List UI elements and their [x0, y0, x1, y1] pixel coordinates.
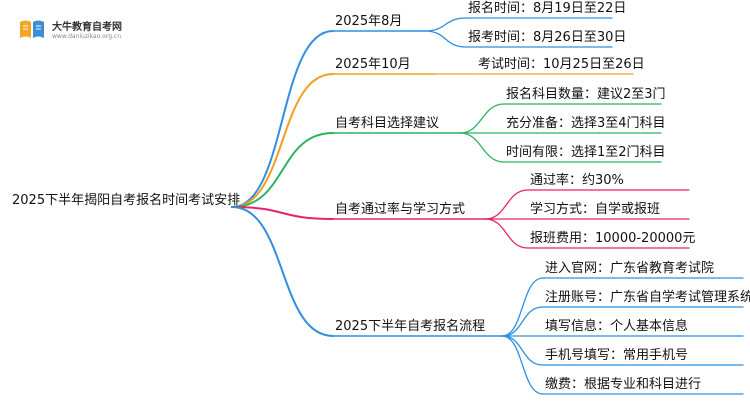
branch-2[interactable]: 2025年10月 — [335, 57, 411, 72]
branch-5-leaf-1[interactable]: 进入官网：广东省教育考试院 — [545, 261, 715, 276]
branch-2-leaf-1[interactable]: 考试时间：10月25日至26日 — [478, 57, 645, 72]
connector-line — [231, 132, 334, 208]
root-topic[interactable]: 2025下半年揭阳自考报名时间考试安排 — [12, 193, 241, 208]
branch-3-leaf-3[interactable]: 时间有限：选择1至2门科目 — [506, 145, 666, 160]
branch-4[interactable]: 自考通过率与学习方式 — [335, 202, 466, 217]
connector-line — [424, 17, 467, 32]
logo-url: www.daniuzikao.org.cn — [52, 33, 122, 40]
branch-1[interactable]: 2025年8月 — [335, 14, 403, 29]
branch-1-leaf-2[interactable]: 报考时间：8月26日至30日 — [468, 30, 627, 45]
branch-5-leaf-2[interactable]: 注册账号：广东省自学考试管理系统 — [545, 290, 750, 305]
branch-4-leaf-3[interactable]: 报班费用：10000-20000元 — [530, 231, 696, 246]
branch-5-leaf-5[interactable]: 缴费：根据专业和科目进行 — [545, 377, 702, 392]
connector-line — [501, 306, 544, 337]
connector-line — [231, 73, 334, 208]
branch-5-leaf-3[interactable]: 填写信息：个人基本信息 — [545, 319, 689, 334]
connector-line — [459, 103, 505, 134]
branch-4-leaf-1[interactable]: 通过率：约30% — [530, 173, 624, 188]
branch-3[interactable]: 自考科目选择建议 — [335, 116, 440, 131]
connector-line — [484, 189, 529, 220]
connector-line — [501, 335, 544, 395]
branch-5-leaf-4[interactable]: 手机号填写：常用手机号 — [545, 348, 689, 363]
book-icon — [20, 20, 44, 38]
connector-line — [501, 277, 544, 337]
connector-line — [459, 132, 505, 163]
connector-line — [231, 30, 334, 208]
connector-line — [231, 206, 334, 220]
branch-3-leaf-2[interactable]: 充分准备：选择3至4门科目 — [506, 116, 666, 131]
logo-title: 大牛教育自考网 — [52, 22, 122, 33]
branch-1-leaf-1[interactable]: 报名时间：8月19日至22日 — [468, 1, 627, 16]
connector-line — [231, 206, 334, 337]
branch-5[interactable]: 2025下半年自考报名流程 — [335, 319, 486, 334]
connector-line — [501, 335, 544, 366]
site-logo[interactable]: 大牛教育自考网 www.daniuzikao.org.cn — [18, 16, 130, 44]
branch-4-leaf-2[interactable]: 学习方式：自学或报班 — [530, 202, 661, 217]
branch-3-leaf-1[interactable]: 报名科目数量：建议2至3门 — [506, 87, 666, 102]
connector-line — [484, 218, 529, 249]
connector-line — [424, 30, 467, 48]
